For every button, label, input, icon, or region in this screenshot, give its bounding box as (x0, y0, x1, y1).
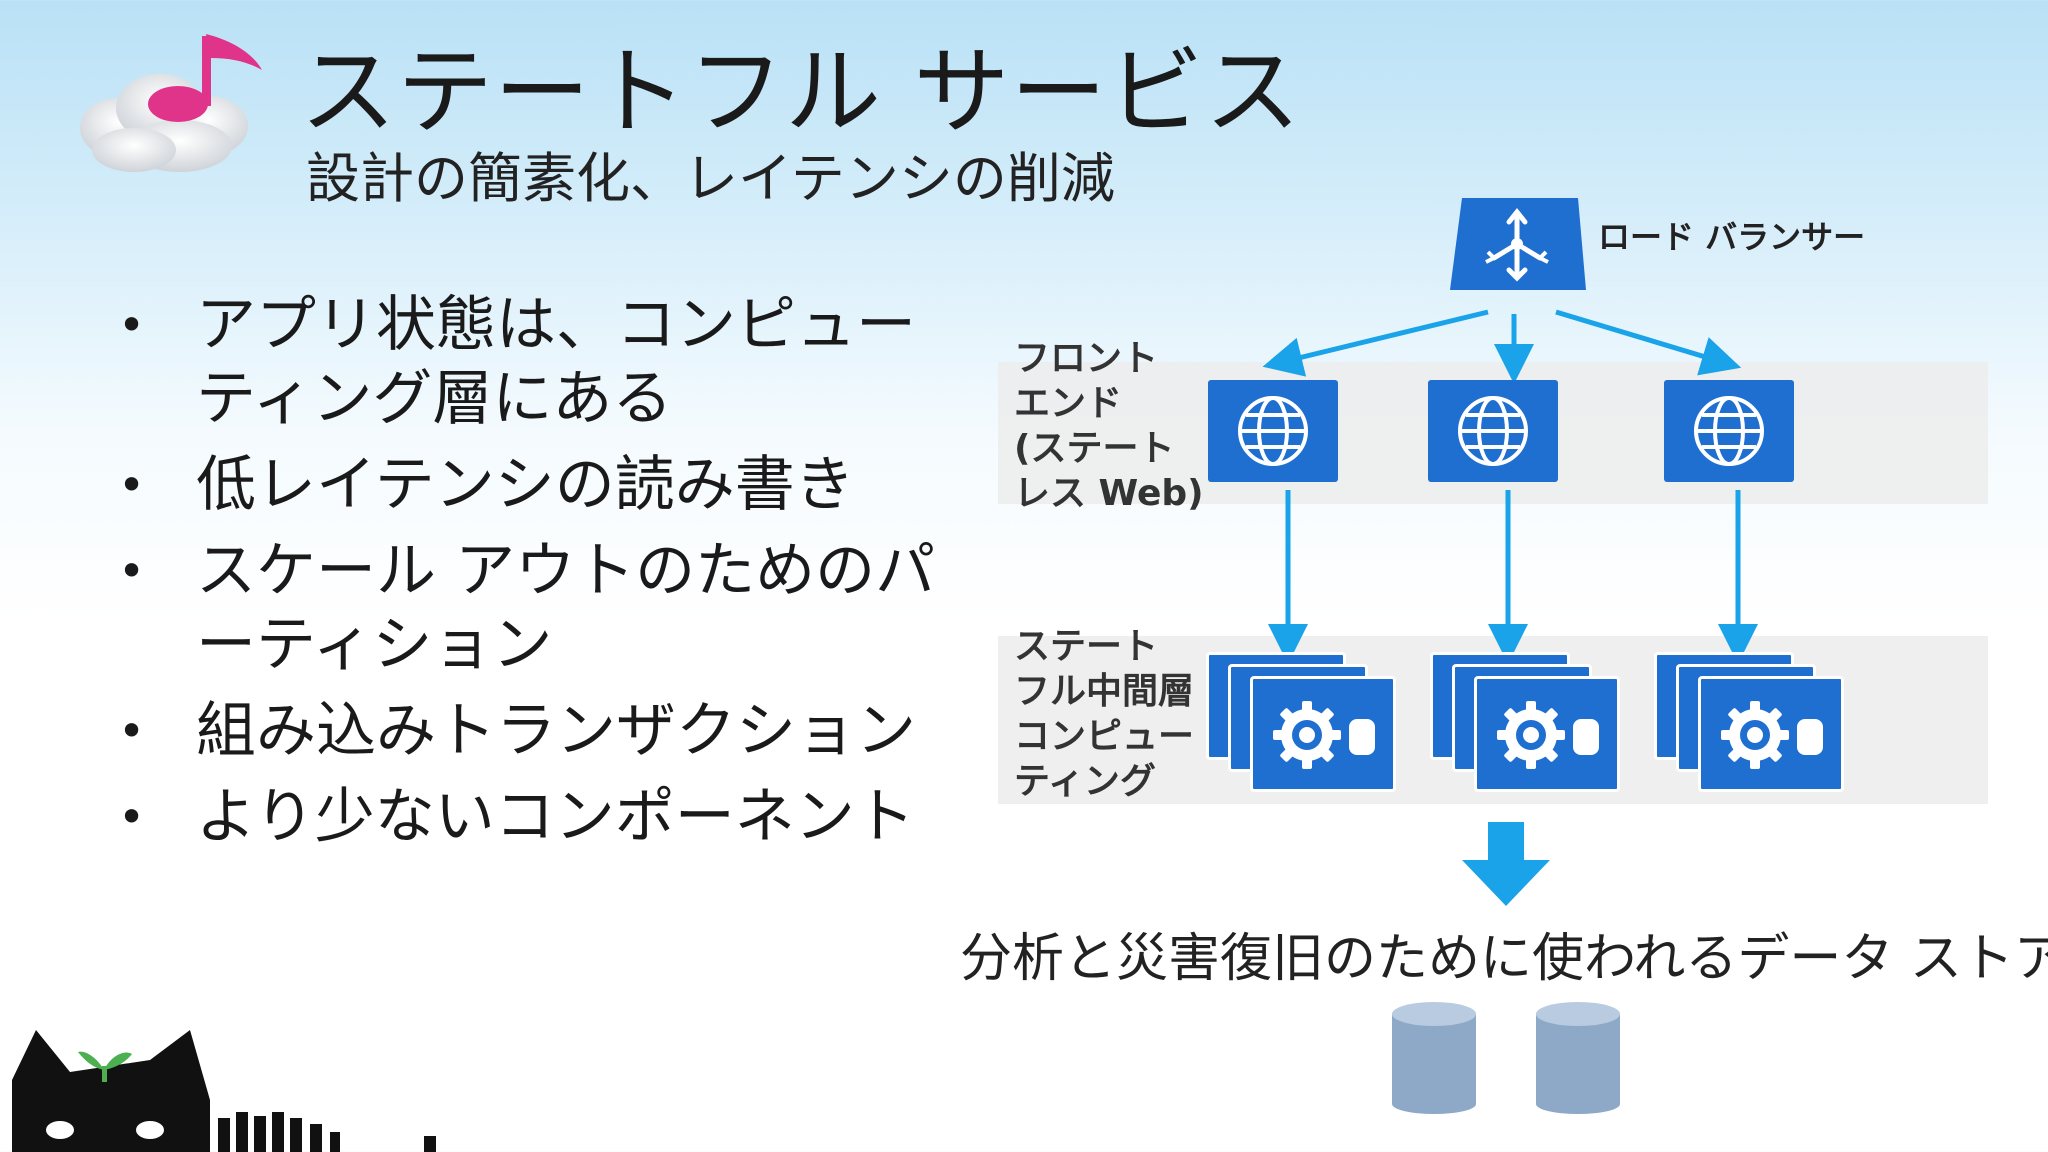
bullet-text: 組み込みトランザクション (196, 696, 916, 766)
bullet-dot: • (118, 298, 146, 352)
bullet-text: より少ないコンポーネント (196, 782, 915, 852)
bullet-dot: • (118, 790, 146, 844)
gear-database-icon (1721, 701, 1823, 769)
slide-title: ステートフル サービス (300, 36, 1302, 148)
bullet-item: • スケール アウトのためのパーティション (118, 534, 938, 682)
bullet-text: アプリ状態は、コンピューティング層にある (196, 290, 916, 434)
down-arrow-to-datastore (1462, 822, 1550, 906)
database-icon (1392, 1002, 1476, 1114)
bullet-item: • より少ないコンポーネント (118, 780, 938, 854)
black-cat-mascot (12, 1030, 436, 1152)
globe-icon (1694, 396, 1764, 466)
load-balancer-label: ロード バランサー (1598, 218, 1866, 256)
bullet-list: • アプリ状態は、コンピューティング層にある • 低レイテンシの読み書き • スケール… (118, 288, 938, 866)
gear-database-icon (1273, 701, 1375, 769)
datastore-label: 分析と災害復旧のために使われるデータ ストア (960, 929, 2048, 989)
bullet-text: スケール アウトのためのパーティション (196, 536, 936, 680)
gear-database-icon (1497, 701, 1599, 769)
bullet-dot: • (118, 704, 146, 758)
frontend-web-node (1428, 380, 1558, 482)
bullet-text: 低レイテンシの読み書き (196, 450, 855, 520)
slide-subtitle: 設計の簡素化、レイテンシの削減 (306, 147, 1115, 210)
stateful-tier-label: ステート フル中間層 コンピュー ティング (1014, 626, 1195, 802)
globe-icon (1238, 396, 1308, 466)
bullet-item: • 低レイテンシの読み書き (118, 448, 938, 522)
frontend-web-node (1664, 380, 1794, 482)
stateful-node-card (1250, 676, 1396, 792)
globe-icon (1458, 396, 1528, 466)
stateful-node-card (1474, 676, 1620, 792)
lb-to-frontend-right-arrow (1555, 309, 1742, 376)
bullet-item: • 組み込みトランザクション (118, 694, 938, 768)
database-icon (1536, 1002, 1620, 1114)
frontend-web-node (1208, 380, 1338, 482)
music-note-cloud-logo (80, 34, 262, 172)
frontend-tier-label: フロント エンド (ステート レス Web) (1014, 338, 1204, 514)
lb-to-frontend-left-arrow (1262, 309, 1489, 377)
bullet-dot: • (118, 458, 146, 512)
bullet-dot: • (118, 544, 146, 598)
stateful-node-card (1698, 676, 1844, 792)
bullet-item: • アプリ状態は、コンピューティング層にある (118, 288, 938, 436)
